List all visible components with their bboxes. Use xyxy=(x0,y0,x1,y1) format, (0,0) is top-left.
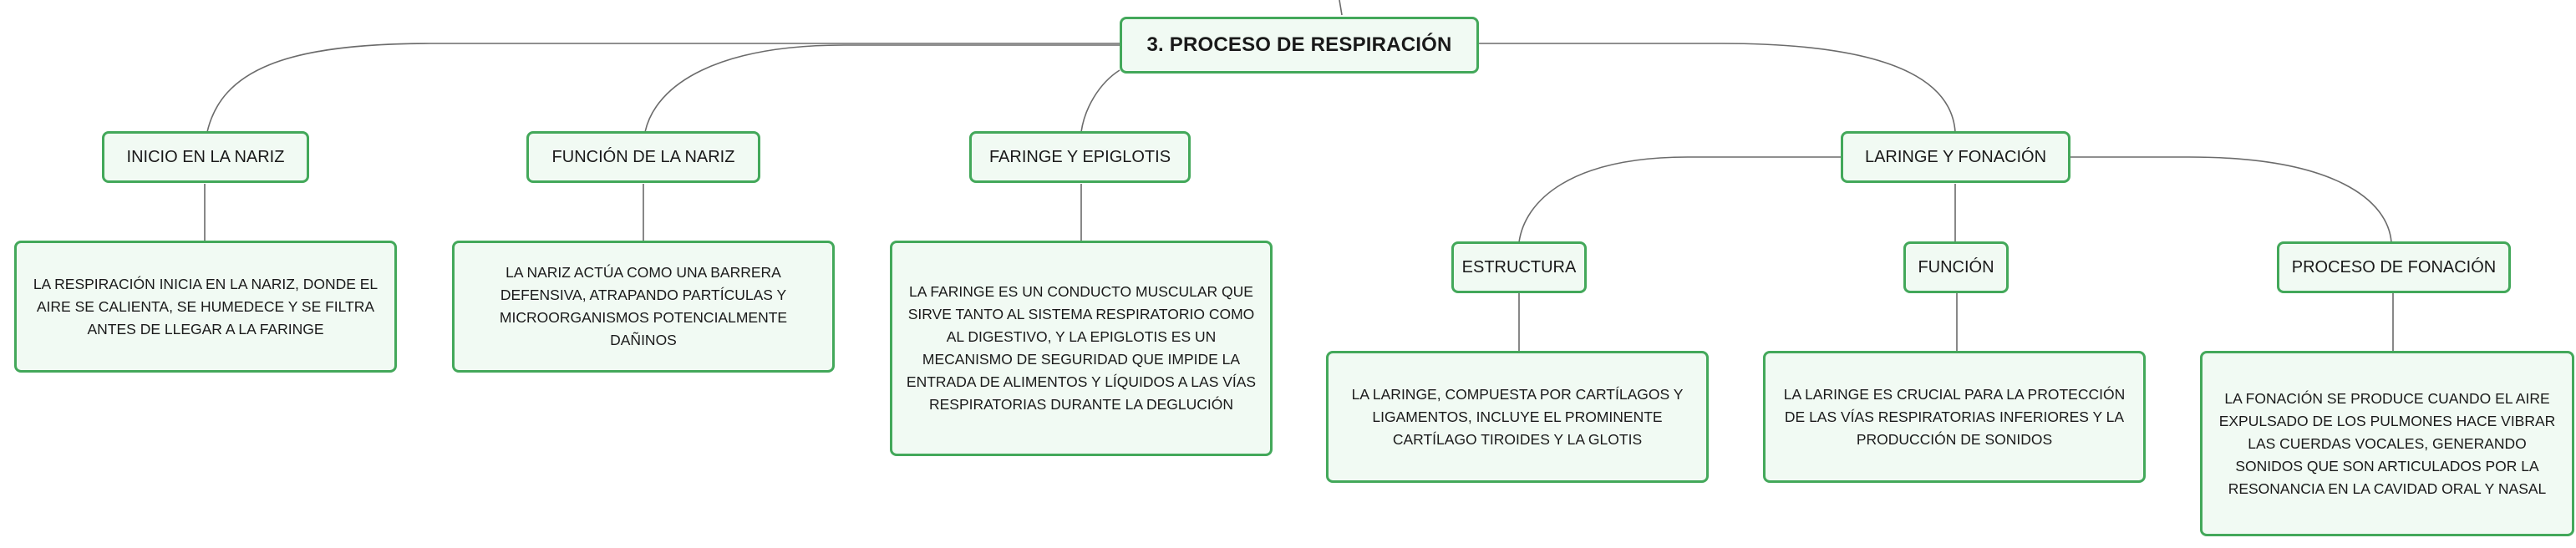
detail-text: LA LARINGE, COMPUESTA POR CARTÍLAGOS Y L… xyxy=(1351,385,1684,448)
subtopic-label: ESTRUCTURA xyxy=(1461,257,1577,277)
root-label: 3. PROCESO DE RESPIRACIÓN xyxy=(1146,33,1452,56)
root-node[interactable]: 3. PROCESO DE RESPIRACIÓN xyxy=(1120,17,1479,74)
subtopic-proceso-de-fonacion[interactable]: PROCESO DE FONACIÓN xyxy=(2277,241,2511,293)
parent-connector xyxy=(1339,0,1343,16)
detail-text: LA FONACIÓN SE PRODUCE CUANDO EL AIRE EX… xyxy=(2218,389,2556,497)
topic-label: FARINGE Y EPIGLOTIS xyxy=(988,147,1171,166)
connector-root-funcion-nariz xyxy=(644,44,1120,133)
detail-text: LA FARINGE ES UN CONDUCTO MUSCULAR QUE S… xyxy=(906,283,1257,413)
topic-funcion-de-la-nariz[interactable]: FUNCIÓN DE LA NARIZ xyxy=(526,131,760,183)
detail-text: LA RESPIRACIÓN INICIA EN LA NARIZ, DONDE… xyxy=(33,275,379,337)
topic-laringe-y-fonacion[interactable]: LARINGE Y FONACIÓN xyxy=(1841,131,2070,183)
subtopic-funcion[interactable]: FUNCIÓN xyxy=(1903,241,2009,293)
detail-proceso-de-fonacion[interactable]: LA FONACIÓN SE PRODUCE CUANDO EL AIRE EX… xyxy=(2200,351,2574,536)
topic-inicio-en-la-nariz[interactable]: INICIO EN LA NARIZ xyxy=(102,131,309,183)
connector-root-inicio xyxy=(206,43,1120,133)
connector-laringe-fonacion xyxy=(2069,156,2392,243)
subtopic-label: PROCESO DE FONACIÓN xyxy=(2291,257,2497,277)
detail-funcion-de-la-nariz[interactable]: LA NARIZ ACTÚA COMO UNA BARRERA DEFENSIV… xyxy=(452,241,835,373)
detail-text: LA LARINGE ES CRUCIAL PARA LA PROTECCIÓN… xyxy=(1783,385,2126,448)
detail-faringe-y-epiglotis[interactable]: LA FARINGE ES UN CONDUCTO MUSCULAR QUE S… xyxy=(890,241,1273,456)
detail-estructura[interactable]: LA LARINGE, COMPUESTA POR CARTÍLAGOS Y L… xyxy=(1326,351,1709,483)
connector-root-laringe xyxy=(1477,43,1956,133)
subtopic-estructura[interactable]: ESTRUCTURA xyxy=(1451,241,1587,293)
detail-text: LA NARIZ ACTÚA COMO UNA BARRERA DEFENSIV… xyxy=(499,264,788,348)
detail-inicio-en-la-nariz[interactable]: LA RESPIRACIÓN INICIA EN LA NARIZ, DONDE… xyxy=(14,241,397,373)
detail-funcion[interactable]: LA LARINGE ES CRUCIAL PARA LA PROTECCIÓN… xyxy=(1763,351,2146,483)
subtopic-label: FUNCIÓN xyxy=(1918,257,1994,277)
topic-label: FUNCIÓN DE LA NARIZ xyxy=(551,147,735,166)
topic-label: LARINGE Y FONACIÓN xyxy=(1864,147,2047,166)
topic-faringe-y-epiglotis[interactable]: FARINGE Y EPIGLOTIS xyxy=(969,131,1191,183)
connector-laringe-estructura xyxy=(1518,156,1843,243)
topic-label: INICIO EN LA NARIZ xyxy=(126,147,285,166)
connector-root-faringe xyxy=(1080,69,1120,133)
